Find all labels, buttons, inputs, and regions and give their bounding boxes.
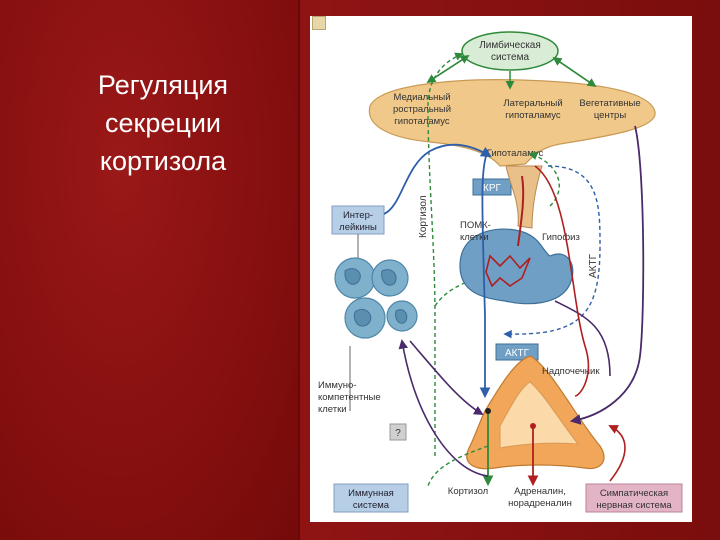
slide-title: Регуляция секреции кортизола: [68, 66, 258, 180]
arrow-vegetative-limbic: [552, 56, 596, 87]
adrenal-immune-arrow: [409, 340, 484, 415]
sympathetic-to-adrenal: [608, 425, 626, 482]
medial-hypo-3: гипоталамус: [394, 116, 450, 127]
immune-system-2: система: [353, 500, 390, 511]
question-label: ?: [395, 428, 401, 439]
immune-system-1: Иммунная: [348, 488, 394, 499]
slide-left-band: [0, 0, 300, 540]
interleukins-2: лейкины: [339, 222, 377, 233]
immune-dashed: [427, 445, 489, 487]
diagram-canvas: Лимбическая система Медиальный ростральн…: [318, 31, 683, 513]
sympathetic-box: [585, 483, 683, 513]
immune-cells: [334, 257, 418, 339]
adrenal-label: Надпочечник: [542, 366, 600, 377]
vegetative-to-adrenal: [569, 125, 645, 425]
pomc-1: ПОМК-: [460, 220, 491, 231]
immunocompetent-2: компетентные: [318, 392, 381, 403]
medial-hypo-2: ростральный: [393, 104, 451, 115]
page-corner-marker: [312, 16, 326, 30]
hypothalamus-shape: [368, 79, 656, 167]
krg-label: КРГ: [483, 183, 501, 194]
immune-system-box: [333, 483, 409, 513]
hypothalamus-label: Гипоталамус: [487, 148, 544, 159]
pituitary-label: Гипофиз: [542, 232, 580, 243]
adrenaline-1: Адреналин,: [514, 486, 566, 497]
cortisol-vertical-label: Кортизол: [418, 195, 429, 238]
title-line-1: Регуляция: [97, 70, 229, 100]
slide-divider: [298, 0, 300, 540]
interleukins-1: Интер-: [343, 210, 373, 221]
interleukins-box: [331, 205, 385, 235]
sympathetic-1: Симпатическая: [600, 488, 668, 499]
title-line-2: секреции: [105, 108, 221, 138]
adrenaline-2: норадреналин: [508, 498, 572, 509]
lateral-hypo-1: Латеральный: [503, 98, 562, 109]
hypo-to-adrenal-blue: [479, 150, 491, 399]
pituitary-to-adrenal-purple: [554, 300, 611, 377]
actg-vertical-label: АКТГ: [588, 253, 599, 278]
portal-vessel-stalk: [517, 175, 525, 247]
actg-box: [495, 343, 539, 361]
lateral-hypo-2: гипоталамус: [505, 110, 561, 121]
vegetative-2: центры: [594, 110, 626, 121]
cortisol-bottom-label: Кортизол: [448, 486, 488, 497]
immunocompetent-1: Иммуно-: [318, 380, 356, 391]
cortisol-node: [485, 408, 491, 414]
sympathetic-2: нервная система: [596, 500, 672, 511]
interleukin-to-hypo-arrow: [383, 143, 492, 215]
portal-vessels: [485, 254, 531, 288]
limbic-system-node: [461, 31, 559, 71]
immunocompetent-3: клетки: [318, 404, 347, 415]
adrenal-medulla: [499, 381, 580, 449]
red-sympathetic-path: [534, 165, 590, 397]
limbic-label-1: Лимбическая: [479, 39, 541, 51]
medial-hypo-1: Медиальный: [393, 92, 450, 103]
question-box: [389, 423, 407, 441]
cortisol-feedback-limbic: [427, 52, 464, 456]
cortisol-regulation-diagram: Лимбическая система Медиальный ростральн…: [310, 16, 692, 522]
adrenaline-node: [530, 423, 536, 429]
pomc-2: клетки: [460, 232, 489, 243]
cortisol-to-immune-arrow: [398, 339, 489, 477]
actg-box-label: АКТГ: [505, 348, 530, 359]
vegetative-1: Вегетативные: [579, 98, 640, 109]
limbic-label-2: система: [491, 52, 529, 63]
cortisol-feedback-hypo: [528, 151, 560, 207]
title-line-3: кортизола: [99, 146, 227, 176]
